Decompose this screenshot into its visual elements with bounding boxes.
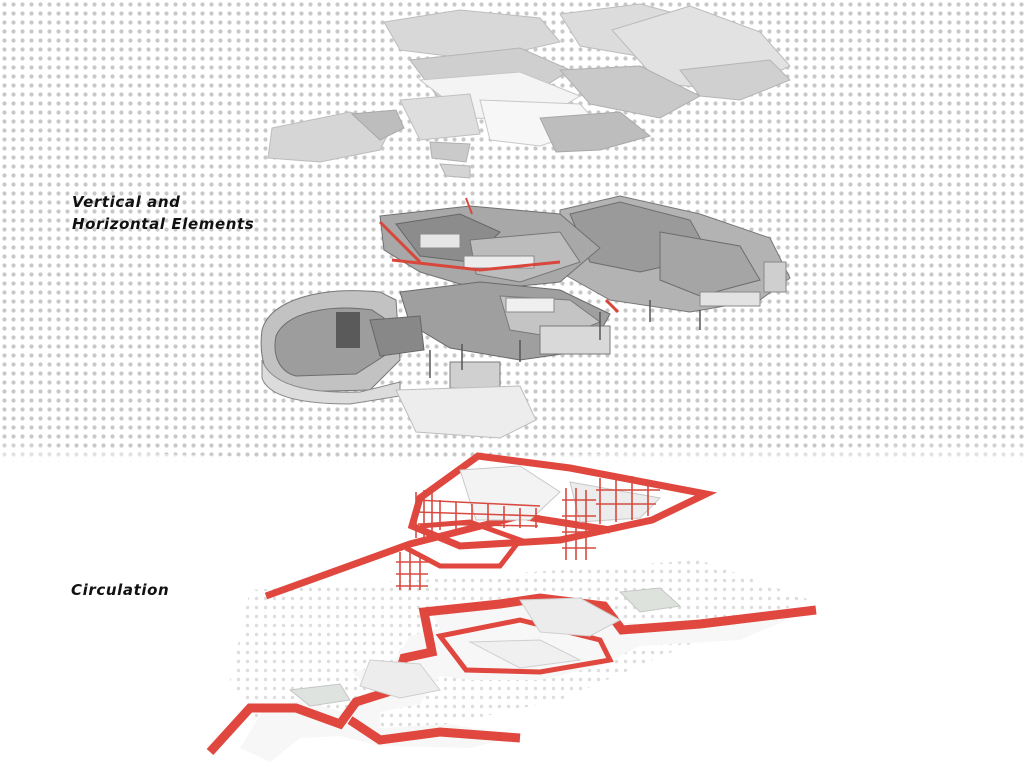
layer-label-circulation: Circulation	[71, 579, 231, 601]
structure-layer	[260, 195, 791, 439]
dotted-background-lower-edge	[0, 440, 1024, 470]
roof-slabs-layer	[267, 3, 791, 179]
layer-label-vertical-horizontal: Vertical and Horizontal Elements	[72, 191, 302, 235]
layer-label-line-1: Vertical and	[72, 193, 181, 211]
layer-label-line-2: Horizontal Elements	[72, 215, 255, 233]
circulation-layer	[206, 452, 817, 762]
layer-label-circulation-text: Circulation	[71, 581, 170, 599]
